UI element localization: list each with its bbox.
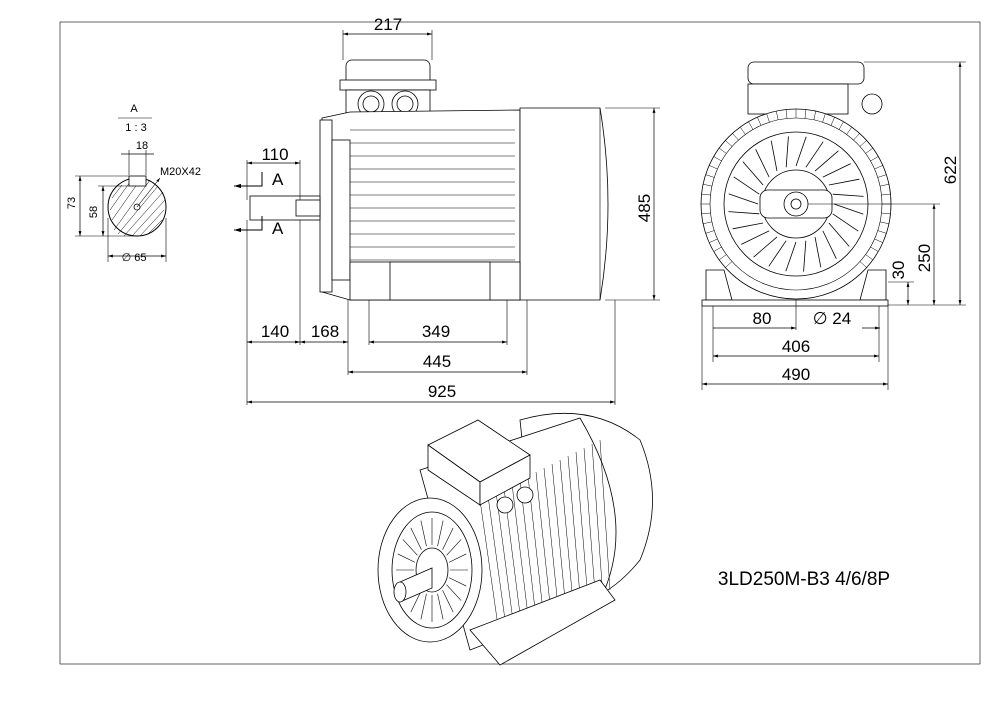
keyway [128, 175, 147, 187]
thread-label: M20X42 [160, 166, 201, 178]
dim-349: 349 [422, 322, 450, 341]
end-foot-left [705, 269, 733, 301]
terminal-box-width-dim: 217 [374, 15, 402, 34]
model-title: 3LD250M-B3 4/6/8P [718, 569, 890, 590]
grille-slots [701, 109, 891, 272]
section-hatching [109, 179, 166, 237]
overall-length-dim: 925 [428, 382, 456, 401]
end-terminal-box-lid [747, 61, 865, 85]
section-scale: 1 : 3 [125, 122, 146, 134]
section-label: A [130, 103, 138, 115]
end-foot-right [859, 269, 887, 301]
end-view: 622 250 30 80 ∅ 24 406 490 [700, 61, 966, 390]
foot-length-dim: 445 [423, 352, 451, 371]
section-a-detail: A 1 : 3 18 M20X42 73 58 [66, 103, 201, 264]
end-height-dim: 622 [941, 156, 960, 184]
dim-168: 168 [311, 322, 339, 341]
section-mark-top: A [272, 170, 284, 189]
shaft-length-dim: 110 [261, 145, 288, 164]
shaft-diameter-dim: ∅ 65 [122, 252, 147, 264]
iso-gland-2 [516, 486, 534, 504]
hole-diameter-dim: ∅ 24 [813, 309, 851, 328]
isometric-view [377, 412, 653, 666]
dim-140: 140 [261, 322, 289, 341]
flange-endshield [319, 119, 333, 293]
end-width-dim: 490 [782, 365, 810, 384]
height-overall-dim: 73 [66, 197, 78, 209]
drawing-frame [59, 21, 981, 665]
iso-cooling-fins [479, 439, 611, 641]
end-cable-gland [861, 93, 883, 115]
foot-offset-dim: 80 [753, 309, 772, 328]
shaft-height-dim: 250 [915, 244, 934, 272]
height-key-dim: 58 [88, 206, 100, 218]
foot-height-dim: 30 [889, 261, 908, 280]
foot-centers-dim: 406 [782, 337, 810, 356]
key-width-dim: 18 [136, 140, 148, 152]
iso-front-slots [396, 518, 468, 622]
iso-gland-1 [496, 496, 514, 514]
fan-cover [519, 107, 609, 301]
side-height-dim: 485 [635, 194, 654, 222]
side-view: 217 [234, 15, 660, 405]
iso-base [469, 579, 616, 666]
section-mark-bottom: A [272, 219, 284, 238]
